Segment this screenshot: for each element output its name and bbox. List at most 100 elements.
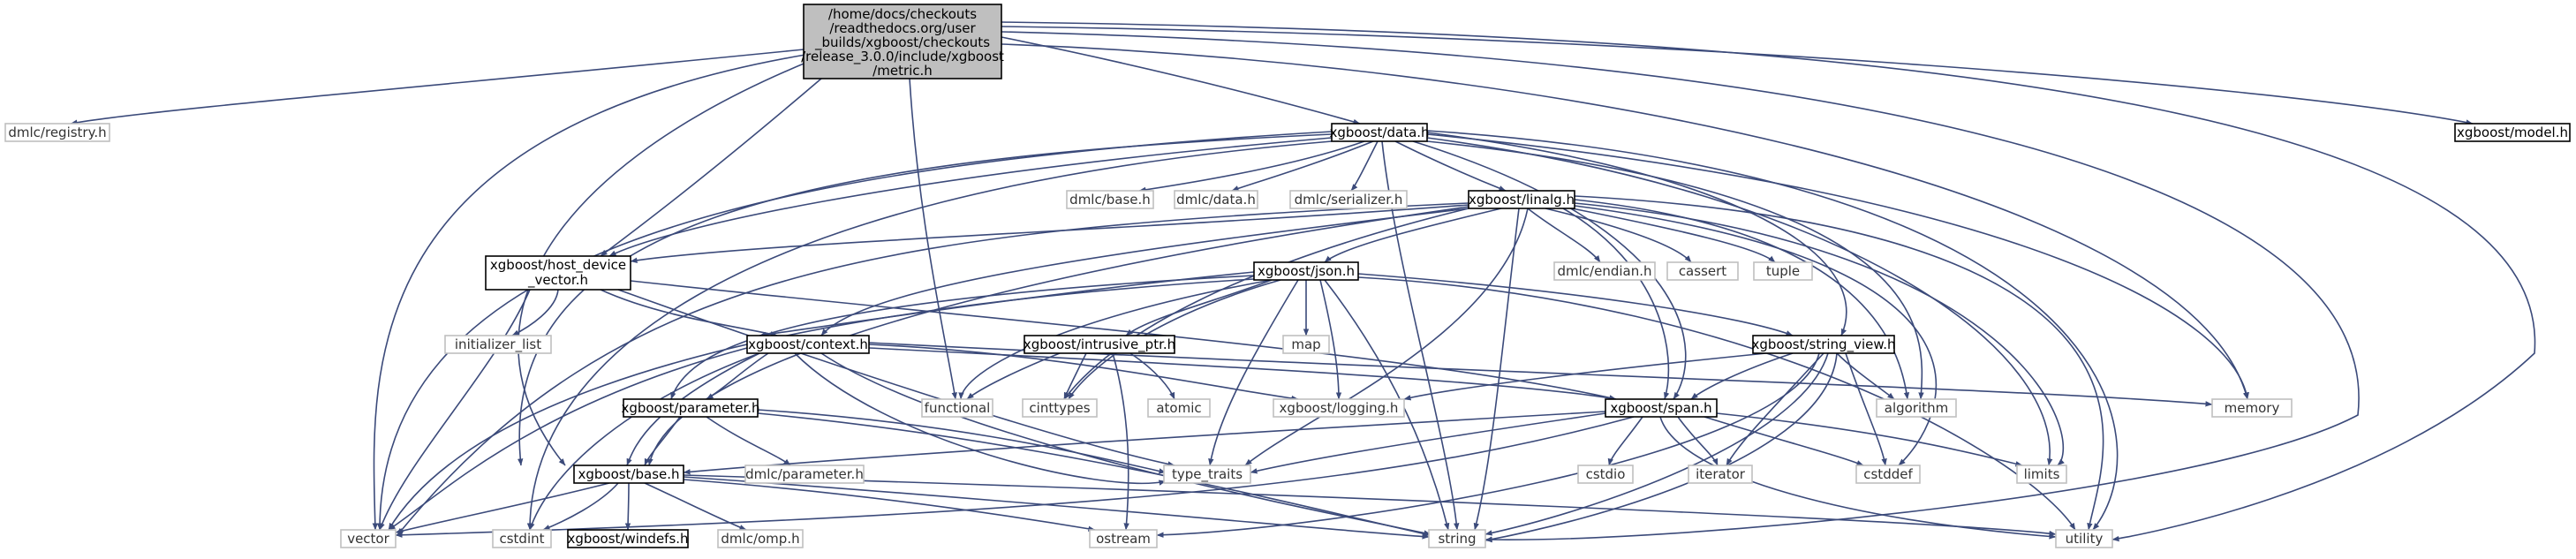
- node-xgboost-base-h[interactable]: xgboost/base.h: [573, 465, 684, 484]
- dependency-edge: [683, 474, 2057, 537]
- dependency-edge: [1426, 130, 2119, 531]
- node-label: cstdio: [1586, 466, 1626, 482]
- dependency-edge: [820, 208, 1469, 336]
- dependency-edge: [644, 482, 747, 531]
- node-map: map: [1282, 335, 1330, 354]
- dependency-edge: [1484, 352, 1838, 542]
- dependency-edge: [683, 476, 1430, 540]
- node-xgboost-json-h[interactable]: xgboost/json.h: [1253, 261, 1359, 281]
- node-label: xgboost/context.h: [748, 336, 868, 352]
- node-xgboost-parameter-h[interactable]: xgboost/parameter.h: [621, 398, 760, 418]
- dependency-edge: [608, 137, 1333, 257]
- dependency-edge: [868, 344, 1299, 402]
- dependency-edge: [1319, 279, 1342, 400]
- node-label: dmlc/serializer.h: [1295, 192, 1403, 208]
- dependency-edge: [1357, 273, 1794, 336]
- dependency-edge: [909, 78, 957, 400]
- node-xgboost-string-view-h[interactable]: xgboost/string_view.h: [1751, 335, 1896, 354]
- dependency-edge: [647, 206, 1469, 466]
- dependency-edge: [1125, 279, 1273, 336]
- dependency-edge: [397, 202, 1469, 536]
- node-cstddef: cstddef: [1855, 465, 1921, 484]
- node-label: dmlc/data.h: [1176, 192, 1256, 208]
- dependency-edge: [1156, 352, 1820, 538]
- node-xgboost-host-device-vector-h[interactable]: xgboost/host_device _vector.h: [485, 255, 631, 291]
- dependency-edge: [670, 275, 1255, 400]
- node-label: xgboost/logging.h: [1280, 400, 1399, 416]
- node-iterator: iterator: [1688, 465, 1753, 484]
- node-label: algorithm: [1885, 400, 1948, 416]
- node-label: map: [1291, 336, 1320, 352]
- dependency-edge: [1426, 137, 2053, 466]
- node-xgboost-intrusive-ptr-h[interactable]: xgboost/intrusive_ptr.h: [1024, 335, 1175, 354]
- dependency-edge: [624, 482, 631, 531]
- node-atomic: atomic: [1147, 398, 1211, 418]
- dependency-edge: [1063, 352, 1087, 400]
- node-metric-h[interactable]: /home/docs/checkouts /readthedocs.org/us…: [801, 4, 1004, 79]
- dependency-edge: [1112, 352, 1129, 531]
- node-vector: vector: [340, 529, 397, 548]
- dependency-edge: [529, 352, 760, 531]
- dependency-edge: [395, 416, 1635, 538]
- dependency-edge: [1412, 140, 1687, 400]
- dependency-edge: [70, 49, 805, 125]
- dependency-edge: [1001, 21, 2536, 542]
- dependency-edge: [379, 289, 531, 531]
- node-dmlc-registry-h: dmlc/registry.h: [4, 123, 110, 142]
- node-label: xgboost/string_view.h: [1751, 336, 1895, 353]
- node-metric-h-line-3: _builds/xgboost/checkouts: [814, 34, 990, 51]
- dependency-edge: [1562, 208, 1670, 400]
- dependency-edge: [511, 289, 559, 336]
- dependency-edge: [683, 479, 1096, 532]
- node-label: xgboost/json.h: [1258, 263, 1355, 279]
- dependency-edge: [1473, 208, 1520, 531]
- node-xgboost-model-h[interactable]: xgboost/model.h: [2454, 123, 2571, 142]
- dependency-edge: [617, 289, 1175, 467]
- node-label-line-2: _vector.h: [527, 272, 588, 289]
- node-label: type_traits: [1172, 466, 1243, 483]
- dependency-edge: [1716, 412, 2023, 467]
- node-label: iterator: [1696, 466, 1746, 482]
- dependency-edge: [600, 289, 778, 337]
- dependency-edge: [1426, 140, 1924, 400]
- node-cinttypes: cinttypes: [1022, 398, 1098, 418]
- dependency-edge: [372, 54, 806, 531]
- node-label: xgboost/parameter.h: [621, 400, 759, 416]
- node-xgboost-context-h[interactable]: xgboost/context.h: [746, 335, 870, 354]
- dependency-edge: [1677, 416, 1719, 466]
- dependency-edge: [388, 347, 748, 531]
- dependency-edge: [868, 342, 2213, 407]
- dependency-edge: [1324, 208, 1502, 263]
- dependency-edge: [1571, 208, 1776, 263]
- node-xgboost-span-h[interactable]: xgboost/span.h: [1605, 398, 1718, 418]
- node-label: xgboost/data.h: [1329, 125, 1429, 140]
- dependency-edge: [757, 409, 1167, 474]
- node-metric-h-line-2: /readthedocs.org/user: [829, 20, 976, 36]
- node-xgboost-logging-h: xgboost/logging.h: [1273, 398, 1405, 418]
- node-label: xgboost/intrusive_ptr.h: [1024, 336, 1175, 353]
- node-ostream: ostream: [1089, 529, 1158, 548]
- node-label: dmlc/parameter.h: [745, 466, 864, 482]
- node-label: functional: [925, 400, 991, 416]
- node-xgboost-data-h[interactable]: xgboost/data.h: [1329, 123, 1430, 142]
- node-xgboost-windefs-h[interactable]: xgboost/windefs.h: [567, 529, 689, 548]
- dependency-edge: [1394, 140, 1507, 192]
- dependency-edge: [706, 352, 769, 400]
- node-algorithm: algorithm: [1876, 398, 1957, 418]
- dependency-edges: [70, 21, 2536, 543]
- dependency-edge: [1403, 352, 1767, 401]
- dependency-edge: [1574, 202, 2065, 466]
- node-label: xgboost/windefs.h: [567, 531, 688, 547]
- dependency-edge: [1836, 352, 1895, 400]
- node-dmlc-serializer-h: dmlc/serializer.h: [1289, 190, 1408, 209]
- dependency-edge: [600, 78, 822, 257]
- node-xgboost-linalg-h[interactable]: xgboost/linalg.h: [1468, 190, 1575, 209]
- dependency-edge: [626, 352, 760, 466]
- node-label: initializer_list: [455, 336, 541, 353]
- node-metric-h-line-5: /metric.h: [873, 63, 933, 79]
- dependency-edge: [542, 482, 619, 531]
- dependency-edge: [630, 204, 1469, 264]
- node-functional: functional: [921, 398, 993, 418]
- node-dmlc-endian-h: dmlc/endian.h: [1553, 261, 1656, 281]
- node-label: dmlc/omp.h: [721, 531, 799, 547]
